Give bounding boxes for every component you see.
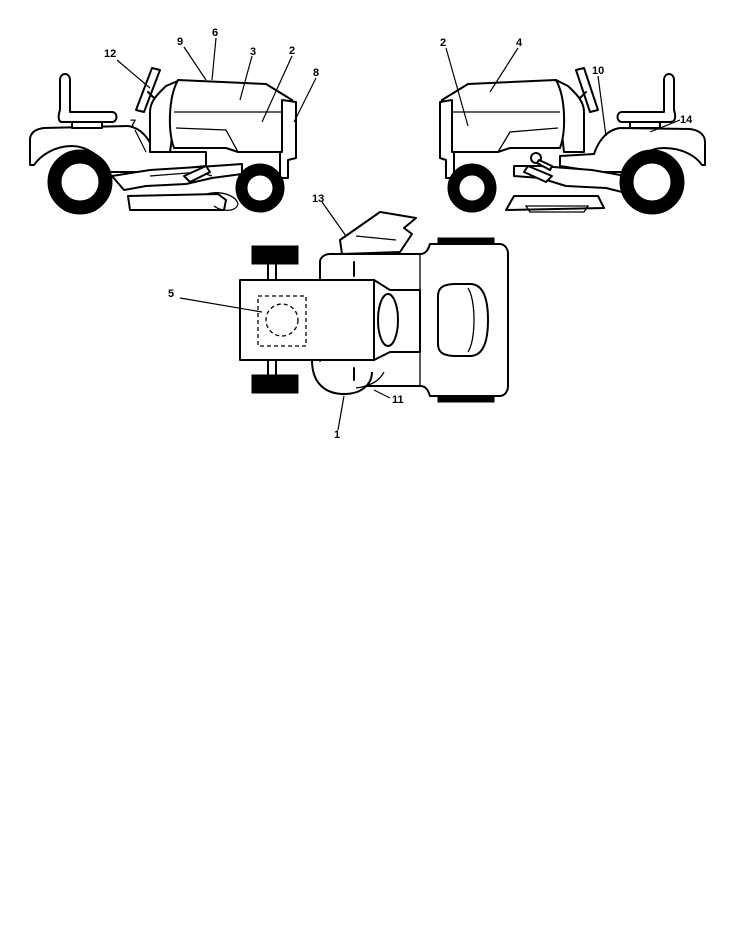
seat-right <box>616 73 677 123</box>
steering-wheel-right <box>575 67 599 113</box>
discharge-chute-top <box>339 211 417 255</box>
callout-13: 13 <box>312 193 324 205</box>
grille-right <box>439 99 455 179</box>
callout-3-left: 3 <box>250 46 256 58</box>
callout-1: 1 <box>334 429 340 441</box>
callout-5: 5 <box>168 288 174 300</box>
callout-8: 8 <box>313 67 319 79</box>
front-wheel-right <box>447 163 497 213</box>
callout-2-left: 2 <box>289 45 295 57</box>
callout-10: 10 <box>592 65 604 77</box>
engine-decal-area <box>257 295 307 347</box>
right-side-view-tractor <box>439 67 706 215</box>
callout-labels: 12 9 6 3 2 8 7 2 4 10 14 13 5 11 1 <box>104 27 693 441</box>
hood-right <box>441 79 566 153</box>
callout-2-right: 2 <box>440 37 446 49</box>
callout-12: 12 <box>104 48 116 60</box>
grille-left <box>279 99 297 179</box>
callout-11: 11 <box>392 394 404 406</box>
mower-deck-left <box>127 192 239 211</box>
callout-7: 7 <box>130 118 136 130</box>
rear-wheel-left <box>47 149 113 215</box>
top-view-tractor <box>239 211 509 403</box>
callout-leaders <box>116 37 681 431</box>
seat-left <box>57 73 118 123</box>
seat-top <box>437 283 489 357</box>
steering-wheel-left <box>135 67 161 113</box>
hood-left <box>168 79 293 153</box>
rear-fender-left <box>29 125 207 173</box>
mower-deck-right <box>505 195 605 213</box>
hood-top <box>239 279 375 361</box>
rear-fender-right <box>559 127 706 173</box>
rear-wheel-right <box>619 149 685 215</box>
callout-4: 4 <box>516 37 523 49</box>
left-side-view-tractor <box>29 67 297 215</box>
callout-14: 14 <box>680 114 693 126</box>
callout-9: 9 <box>177 36 183 48</box>
callout-6: 6 <box>212 27 218 39</box>
front-wheel-left <box>235 163 285 213</box>
